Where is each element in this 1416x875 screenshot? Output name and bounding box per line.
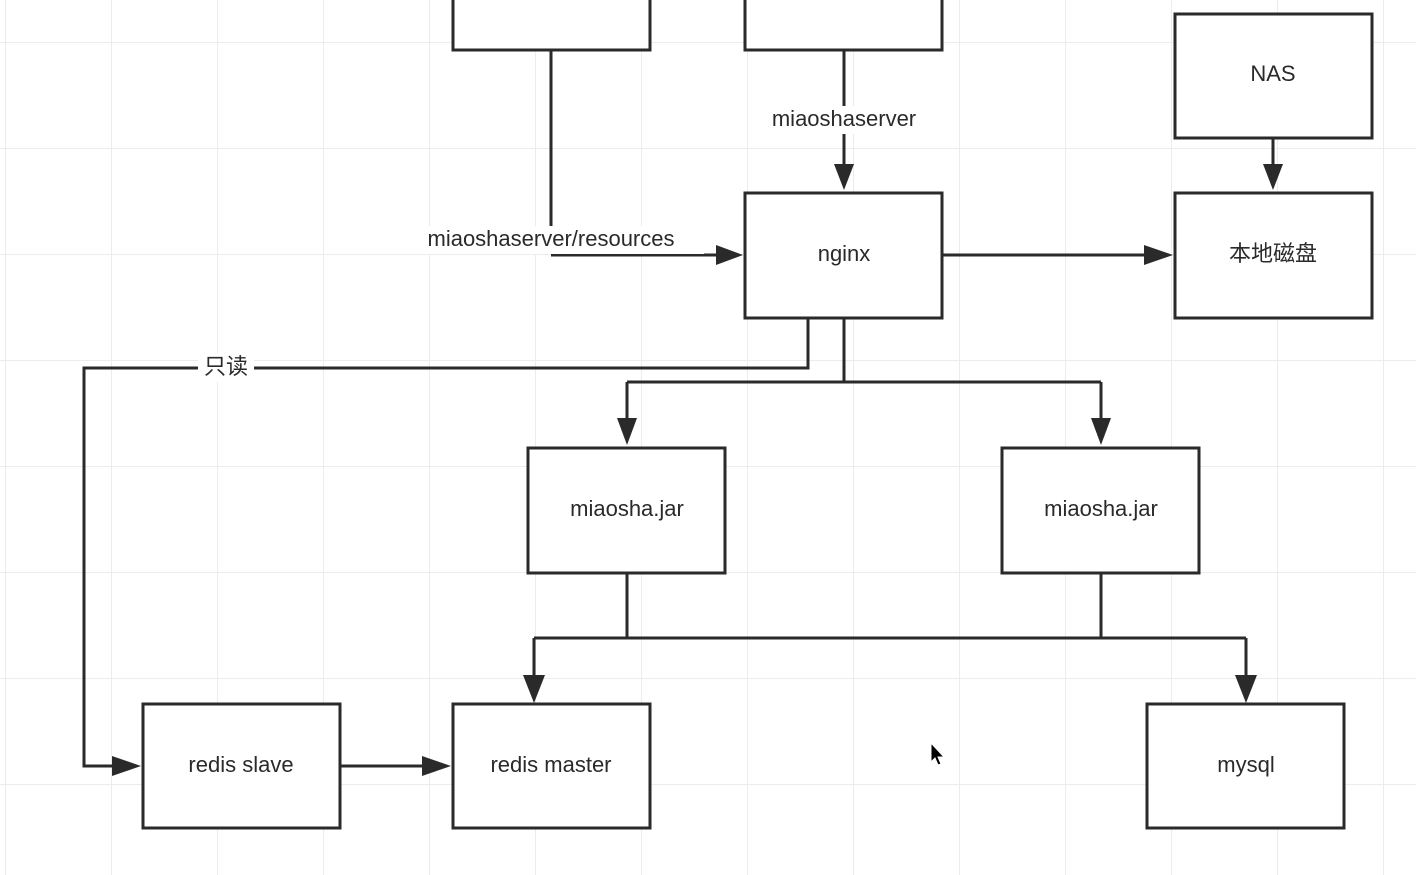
node-top-center[interactable] — [743, 0, 944, 52]
mouse-pointer-icon — [930, 741, 946, 766]
node-mysql[interactable]: mysql — [1145, 702, 1346, 830]
edge-slave-to-master — [340, 756, 451, 776]
node-label-jar-left: miaosha.jar — [570, 496, 684, 521]
node-nas[interactable]: NAS — [1173, 12, 1374, 140]
edge-nas-to-disk — [1263, 138, 1283, 190]
node-jar-right[interactable]: miaosha.jar — [1000, 446, 1201, 575]
node-top-left[interactable] — [451, 0, 652, 52]
node-redis-master[interactable]: redis master — [451, 702, 652, 830]
edge-resources: miaoshaserver/resources — [398, 50, 743, 265]
edge-miaoshaserver: miaoshaserver — [754, 50, 934, 190]
node-redis-slave[interactable]: redis slave — [141, 702, 342, 830]
edge-nginx-to-jars — [617, 318, 1111, 445]
node-nginx[interactable]: nginx — [743, 191, 944, 320]
node-local-disk[interactable]: 本地磁盘 — [1173, 191, 1374, 320]
node-label-redis-slave: redis slave — [188, 752, 293, 777]
node-label-jar-right: miaosha.jar — [1044, 496, 1158, 521]
node-label-mysql: mysql — [1217, 752, 1274, 777]
edge-label-readonly: 只读 — [204, 354, 248, 379]
edge-nginx-to-redis-slave: 只读 — [82, 318, 810, 776]
node-label-nas: NAS — [1250, 61, 1295, 86]
edge-jars-to-storage — [523, 573, 1257, 703]
edge-label-resources: miaoshaserver/resources — [428, 226, 675, 251]
node-label-nginx: nginx — [818, 241, 871, 266]
edge-label-miaoshaserver: miaoshaserver — [772, 106, 916, 131]
node-label-redis-master: redis master — [490, 752, 611, 777]
node-label-local-disk: 本地磁盘 — [1229, 241, 1317, 266]
node-jar-left[interactable]: miaosha.jar — [526, 446, 727, 575]
edge-nginx-to-disk — [942, 245, 1173, 265]
